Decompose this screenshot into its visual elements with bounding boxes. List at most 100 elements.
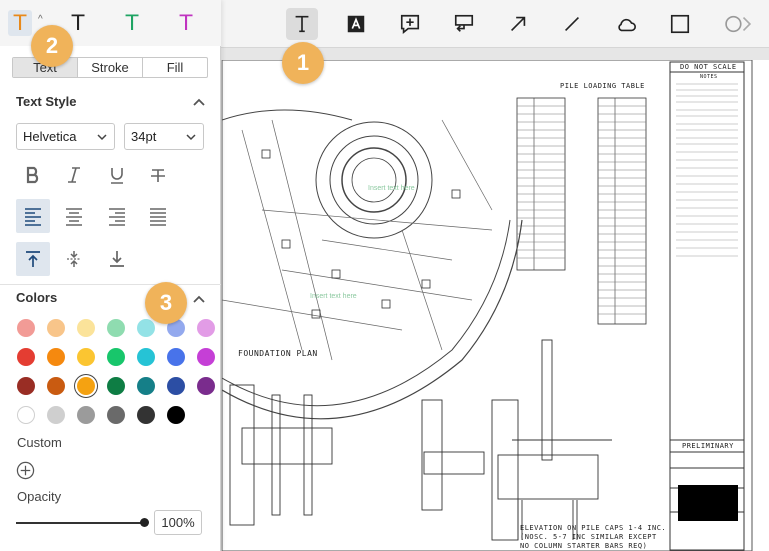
elevation-title-3: NO COLUMN STARTER BARS REQ) [520, 542, 648, 550]
step-marker-3: 3 [145, 282, 187, 324]
opacity-slider-track[interactable] [16, 522, 144, 524]
align-center-button[interactable] [57, 199, 91, 233]
arrow-button[interactable] [502, 8, 534, 40]
line-icon [564, 16, 580, 32]
color-swatch[interactable] [47, 406, 65, 424]
color-swatch[interactable] [17, 319, 35, 337]
color-swatch[interactable] [167, 319, 185, 337]
italic-icon [68, 167, 80, 183]
arrow-icon [510, 16, 526, 32]
font-family-select[interactable]: Helvetica [16, 123, 115, 150]
tab-stroke[interactable]: Stroke [77, 58, 142, 77]
text-placeholder: Insert text here [368, 185, 415, 192]
underline-icon [111, 168, 123, 184]
more-tools-button[interactable] [718, 8, 758, 40]
opacity-input[interactable]: 100% [154, 510, 202, 535]
line-button[interactable] [556, 8, 588, 40]
rectangle-button[interactable] [664, 8, 696, 40]
tab-fill[interactable]: Fill [142, 58, 207, 77]
collapse-colors-icon[interactable] [192, 292, 206, 306]
step-marker-1: 1 [282, 42, 324, 84]
text-preset-green[interactable]: T [125, 11, 139, 35]
color-swatch[interactable] [107, 377, 125, 395]
text-tool-icon [295, 15, 309, 33]
align-justify-icon [150, 208, 166, 226]
step-marker-2: 2 [31, 25, 73, 67]
italic-button[interactable] [57, 158, 91, 192]
ellipse-chevron-icon [725, 15, 752, 33]
document-view[interactable]: PILE LOADING TABLE FOUNDATION PLAN DO NO… [221, 60, 769, 551]
color-swatch[interactable] [197, 348, 215, 366]
add-custom-color-icon[interactable] [16, 461, 35, 480]
align-top-icon [26, 251, 40, 267]
preliminary-label: PRELIMINARY [682, 442, 734, 450]
custom-color-label: Custom [17, 435, 62, 450]
opacity-label: Opacity [17, 489, 62, 504]
color-swatch[interactable] [77, 406, 95, 424]
pile-table-title: PILE LOADING TABLE [560, 82, 645, 90]
color-swatch[interactable] [167, 377, 185, 395]
rectangle-icon [670, 14, 690, 34]
do-not-scale-label: DO NOT SCALE [680, 63, 737, 71]
text-preset-orange[interactable]: T [8, 10, 32, 36]
free-text-box-button[interactable] [340, 8, 372, 40]
color-swatch[interactable] [167, 406, 185, 424]
color-swatch[interactable] [167, 348, 185, 366]
color-swatch[interactable] [47, 319, 65, 337]
color-swatch[interactable] [47, 348, 65, 366]
comment-add-button[interactable] [394, 8, 426, 40]
color-swatch[interactable] [77, 377, 95, 395]
text-preset-purple[interactable]: T [179, 11, 193, 35]
chevron-up-icon[interactable]: ^ [38, 14, 43, 25]
strikethrough-icon [151, 169, 165, 182]
align-left-icon [25, 208, 41, 226]
callout-button[interactable] [448, 8, 480, 40]
align-left-button[interactable] [16, 199, 50, 233]
strikethrough-button[interactable] [141, 158, 175, 192]
align-right-button[interactable] [100, 199, 134, 233]
underline-button[interactable] [100, 158, 134, 192]
color-swatch[interactable] [197, 319, 215, 337]
color-swatch[interactable] [77, 348, 95, 366]
font-family-value: Helvetica [23, 129, 77, 144]
color-swatch[interactable] [137, 319, 155, 337]
color-swatch[interactable] [17, 377, 35, 395]
color-swatch[interactable] [17, 406, 35, 424]
bold-icon [26, 166, 39, 184]
chevron-down-icon [186, 134, 196, 141]
colors-heading: Colors [16, 290, 58, 305]
font-size-value: 34pt [131, 129, 157, 144]
color-swatch[interactable] [47, 377, 65, 395]
color-swatch[interactable] [107, 406, 125, 424]
engineering-drawing [222, 60, 769, 551]
callout-icon [454, 14, 474, 32]
elevation-title-1: ELEVATION ON PILE CAPS 1-4 INC. [520, 524, 667, 532]
plan-title: FOUNDATION PLAN [238, 349, 318, 358]
align-justify-button[interactable] [141, 199, 175, 233]
vertical-align-middle-button[interactable] [57, 242, 91, 276]
color-swatch[interactable] [197, 377, 215, 395]
text-preset-black[interactable]: T [71, 11, 85, 35]
section-divider [0, 284, 221, 285]
color-swatch[interactable] [137, 348, 155, 366]
font-size-select[interactable]: 34pt [124, 123, 204, 150]
vertical-align-bottom-button[interactable] [100, 242, 134, 276]
opacity-slider-thumb[interactable] [140, 518, 149, 527]
align-right-icon [109, 208, 125, 226]
collapse-text-style-icon[interactable] [192, 95, 206, 109]
text-box-icon [347, 15, 365, 33]
text-placeholder: Insert text here [310, 293, 357, 300]
color-swatch[interactable] [17, 348, 35, 366]
color-swatch[interactable] [137, 406, 155, 424]
color-swatch[interactable] [107, 319, 125, 337]
text-style-heading: Text Style [16, 94, 77, 109]
comment-plus-icon [400, 14, 420, 34]
color-swatch[interactable] [77, 319, 95, 337]
bold-button[interactable] [16, 158, 50, 192]
color-swatch[interactable] [137, 377, 155, 395]
cloud-button[interactable] [610, 8, 642, 40]
text-style-panel: T ^ T T T Text Stroke Fill Text Style He… [0, 0, 221, 551]
text-tool-button[interactable] [286, 8, 318, 40]
color-swatch[interactable] [107, 348, 125, 366]
vertical-align-top-button[interactable] [16, 242, 50, 276]
